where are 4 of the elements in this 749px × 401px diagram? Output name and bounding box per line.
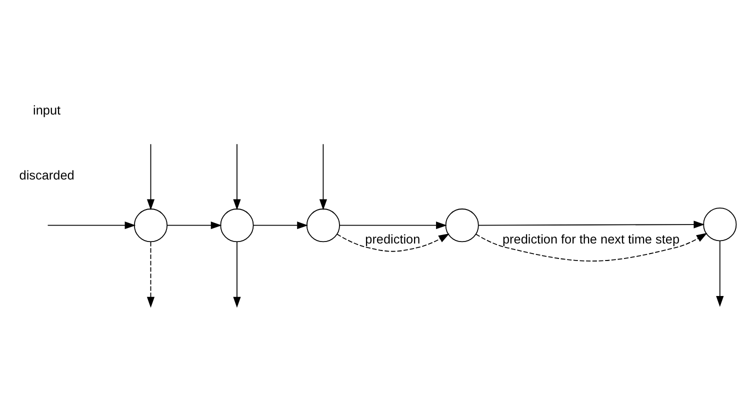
label: discarded <box>19 168 74 182</box>
edge-label: prediction for the next time step <box>502 232 680 246</box>
label: input <box>33 102 61 117</box>
edge-label: prediction <box>365 232 420 246</box>
